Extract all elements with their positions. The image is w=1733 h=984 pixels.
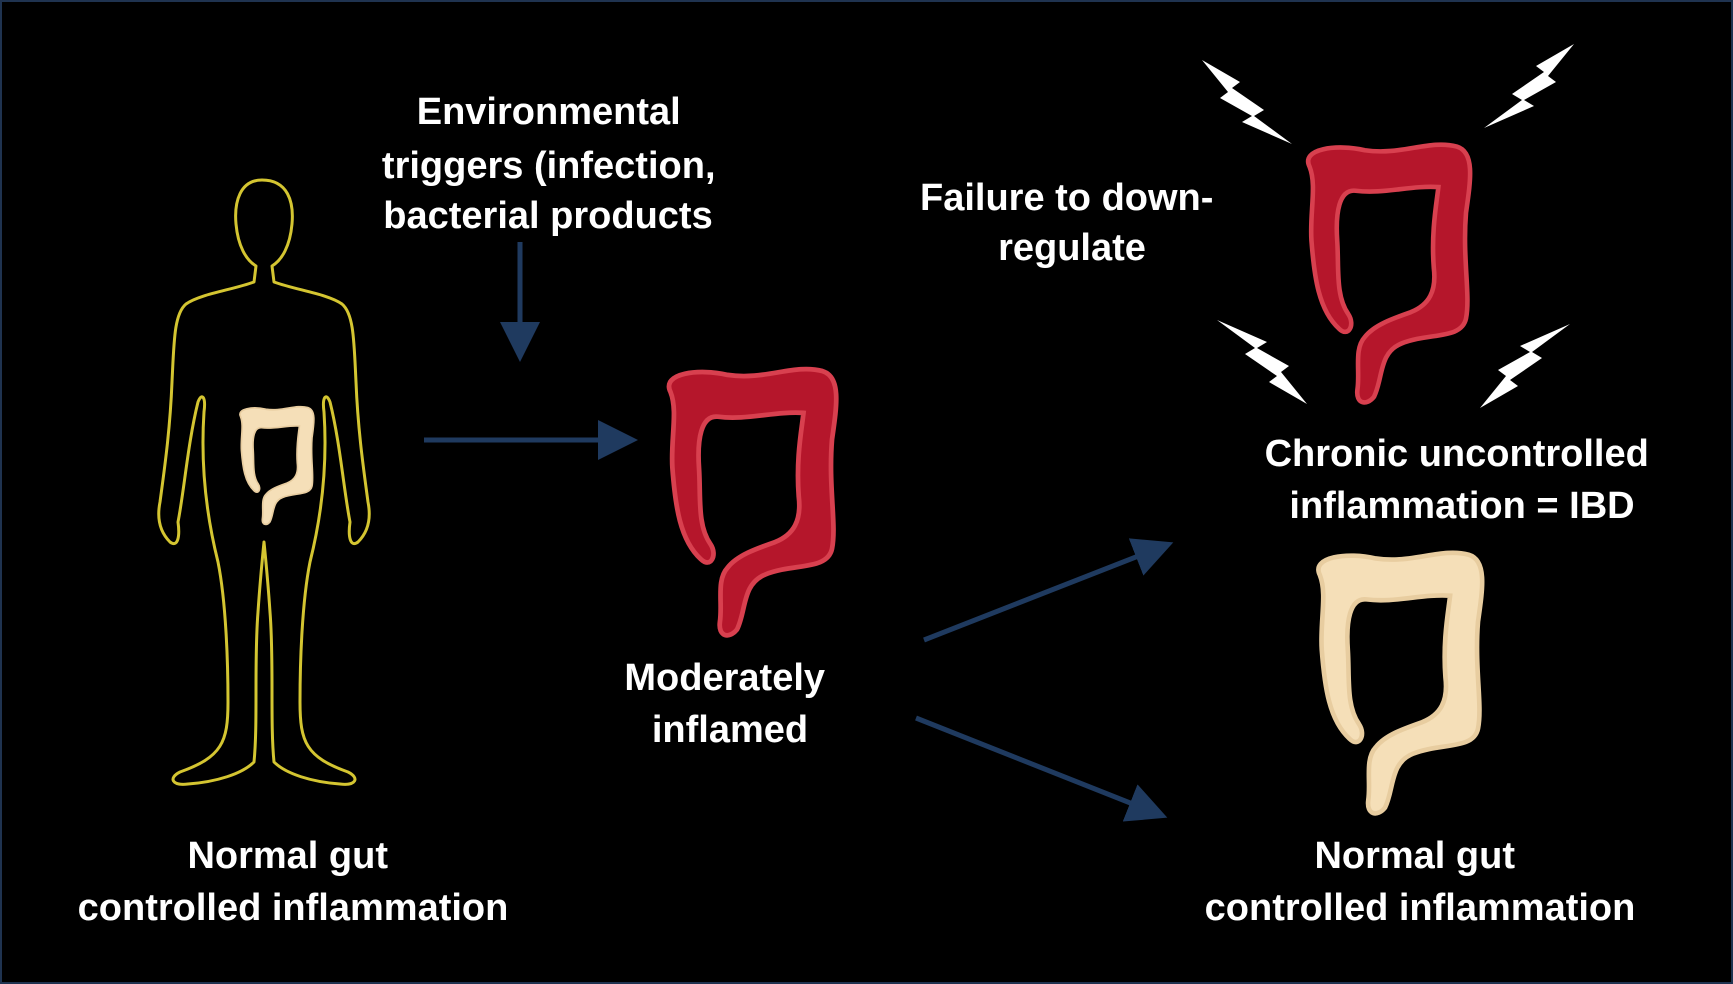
lightning-bolt-icon <box>1484 44 1574 128</box>
normal-gut-left-label: Normal gut controlled inflammation <box>78 835 509 929</box>
environmental-triggers-label: Environmental triggers (infection, bacte… <box>382 91 726 237</box>
colon-icon <box>1318 553 1482 814</box>
lightning-bolt-icon <box>1217 320 1307 404</box>
human-body-outline-icon <box>159 180 370 784</box>
lightning-bolt-icon <box>1202 60 1292 144</box>
colon-icon <box>1308 145 1470 403</box>
arrow-icon <box>924 546 1164 640</box>
arrow-icon <box>916 718 1158 814</box>
colon-icon <box>669 369 836 635</box>
chronic-inflammation-label: Chronic uncontrolled inflammation = IBD <box>1265 433 1660 527</box>
normal-gut-right-label: Normal gut controlled inflammation <box>1205 835 1636 929</box>
lightning-bolt-icon <box>1480 324 1570 408</box>
failure-to-downregulate-label: Failure to down- regulate <box>920 177 1224 269</box>
moderately-inflamed-label: Moderately inflamed <box>624 657 835 751</box>
colon-icon <box>240 407 314 525</box>
